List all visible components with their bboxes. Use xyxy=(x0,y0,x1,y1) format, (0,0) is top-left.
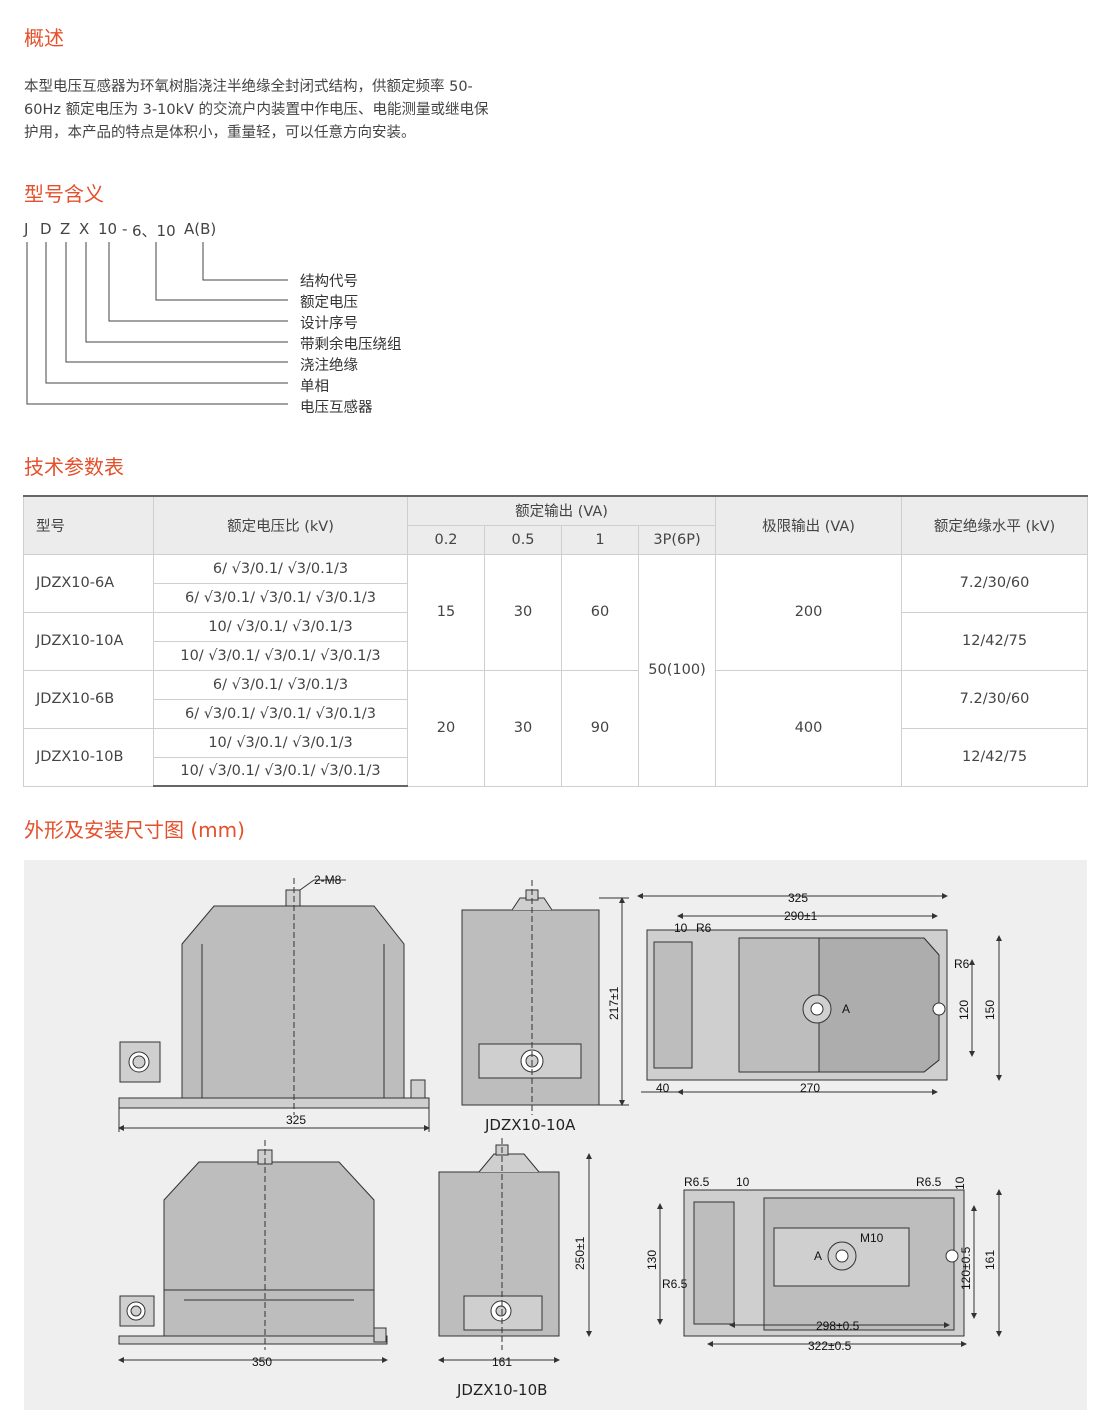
header-ratio: 额定电压比 (kV) xyxy=(153,495,408,555)
cell-output: 30 xyxy=(484,553,562,671)
front-view-a xyxy=(118,878,430,1132)
cell-insulation: 7.2/30/60 xyxy=(901,669,1089,729)
cell-ratio: 10/ √3/0.1/ √3/0.1/ √3/0.1/3 xyxy=(153,640,408,671)
caption-10a: JDZX10-10A xyxy=(485,1116,576,1134)
header-class: 3P(6P) xyxy=(637,524,717,555)
caption-10b: JDZX10-10B xyxy=(457,1381,548,1399)
label-r6a: R6 xyxy=(696,921,712,935)
cell-model: JDZX10-6B xyxy=(23,669,154,729)
cell-output: 50(100) xyxy=(637,553,717,787)
label-w322: 322±0.5 xyxy=(808,1339,852,1353)
header-model: 型号 xyxy=(23,495,154,555)
meaning-item: 电压互感器 xyxy=(300,400,373,416)
label-h250: 250±1 xyxy=(573,1236,587,1270)
overview-line: 本型电压互感器为环氧树脂浇注半绝缘全封闭式结构，供额定频率 50- xyxy=(24,79,473,95)
cell-ratio: 10/ √3/0.1/ √3/0.1/3 xyxy=(153,727,408,758)
label-h217: 217±1 xyxy=(607,986,621,1020)
cell-output: 90 xyxy=(561,669,639,787)
label-m10: M10 xyxy=(860,1231,884,1245)
meaning-item: 带剩余电压绕组 xyxy=(300,337,402,353)
cell-ratio: 10/ √3/0.1/ √3/0.1/3 xyxy=(153,611,408,642)
cell-output: 20 xyxy=(407,669,485,787)
label-r65a: R6.5 xyxy=(684,1175,710,1189)
header-insulation: 额定绝缘水平 (kV) xyxy=(901,495,1089,555)
header-limit: 极限输出 (VA) xyxy=(715,495,903,555)
model-tree-lines xyxy=(26,242,288,405)
cell-output: 15 xyxy=(407,553,485,671)
label-d10c: 10 xyxy=(953,1176,967,1190)
cell-limit: 200 xyxy=(715,553,903,671)
cell-model: JDZX10-6A xyxy=(23,553,154,613)
label-r65c: R6.5 xyxy=(662,1277,688,1291)
spec-table-title: 技术参数表 xyxy=(24,455,124,479)
meaning-item: 设计序号 xyxy=(300,316,358,332)
label-d120b: 120±0.5 xyxy=(959,1246,973,1290)
label-d40: 40 xyxy=(656,1081,670,1095)
code-part: 10 xyxy=(98,220,118,238)
header-output: 额定输出 (VA) xyxy=(406,495,717,526)
cell-ratio: 6/ √3/0.1/ √3/0.1/3 xyxy=(153,553,408,584)
code-part: X xyxy=(79,220,90,238)
meaning-item: 单相 xyxy=(300,379,329,395)
cell-insulation: 7.2/30/60 xyxy=(901,553,1089,613)
label-d10b: 10 xyxy=(736,1175,750,1189)
overview-line: 护用，本产品的特点是体积小，重量轻，可以任意方向安装。 xyxy=(24,125,416,141)
label-m8: 2-M8 xyxy=(314,873,342,887)
cell-ratio: 10/ √3/0.1/ √3/0.1/ √3/0.1/3 xyxy=(153,756,408,787)
label-top325: 325 xyxy=(788,891,808,905)
overview-paragraph: 本型电压互感器为环氧树脂浇注半绝缘全封闭式结构，供额定频率 50- 60Hz 额… xyxy=(24,76,524,145)
cell-ratio: 6/ √3/0.1/ √3/0.1/ √3/0.1/3 xyxy=(153,698,408,729)
cell-ratio: 6/ √3/0.1/ √3/0.1/ √3/0.1/3 xyxy=(153,582,408,613)
cell-insulation: 12/42/75 xyxy=(901,611,1089,671)
label-d10a: 10 xyxy=(674,921,688,935)
side-view-b xyxy=(438,1138,592,1363)
cell-model: JDZX10-10A xyxy=(23,611,154,671)
label-d130: 130 xyxy=(645,1250,659,1270)
code-part: J xyxy=(24,220,29,238)
model-meaning-title: 型号含义 xyxy=(24,182,104,206)
dimension-drawings: 2-M8 325 325 290±1 10 R6 R6 40 270 350 1… xyxy=(118,873,1002,1369)
label-r6b: R6 xyxy=(954,957,970,971)
header-class: 1 xyxy=(561,524,639,555)
label-arrow-a: A xyxy=(842,1002,850,1016)
meaning-item: 浇注绝缘 xyxy=(300,358,358,374)
spec-table: 型号 额定电压比 (kV) 额定输出 (VA) 极限输出 (VA) 额定绝缘水平… xyxy=(23,495,1089,787)
label-d150: 150 xyxy=(983,1000,997,1020)
meaning-item: 额定电压 xyxy=(300,295,358,311)
label-arrow-a: A xyxy=(814,1249,822,1263)
cell-ratio: 6/ √3/0.1/ √3/0.1/3 xyxy=(153,669,408,700)
top-view-a xyxy=(637,893,1002,1095)
cell-insulation: 12/42/75 xyxy=(901,727,1089,787)
label-w325: 325 xyxy=(286,1113,306,1127)
label-d161: 161 xyxy=(983,1250,997,1270)
code-part: D xyxy=(40,220,52,238)
meaning-item: 结构代号 xyxy=(300,274,358,290)
code-part: A(B) xyxy=(184,220,217,238)
label-w290: 290±1 xyxy=(784,909,818,923)
code-part: Z xyxy=(60,220,71,238)
overview-title: 概述 xyxy=(24,26,64,50)
code-part: 6、10 xyxy=(132,222,176,240)
header-class: 0.5 xyxy=(484,524,562,555)
label-r65b: R6.5 xyxy=(916,1175,942,1189)
label-w350: 350 xyxy=(252,1355,272,1369)
label-w298: 298±0.5 xyxy=(816,1319,860,1333)
label-d120: 120 xyxy=(957,1000,971,1020)
cell-output: 60 xyxy=(561,553,639,671)
side-view-a xyxy=(461,880,629,1115)
top-view-b xyxy=(657,1189,1002,1347)
label-d270: 270 xyxy=(800,1081,820,1095)
cell-limit: 400 xyxy=(715,669,903,787)
cell-model: JDZX10-10B xyxy=(23,727,154,787)
label-w161: 161 xyxy=(492,1355,512,1369)
overview-line: 60Hz 额定电压为 3-10kV 的交流户内装置中作电压、电能测量或继电保 xyxy=(24,102,489,118)
front-view-b xyxy=(118,1140,388,1363)
cell-output: 30 xyxy=(484,669,562,787)
header-class: 0.2 xyxy=(407,524,485,555)
code-part: - xyxy=(122,220,128,238)
dimensions-title: 外形及安装尺寸图 (mm) xyxy=(24,818,245,842)
